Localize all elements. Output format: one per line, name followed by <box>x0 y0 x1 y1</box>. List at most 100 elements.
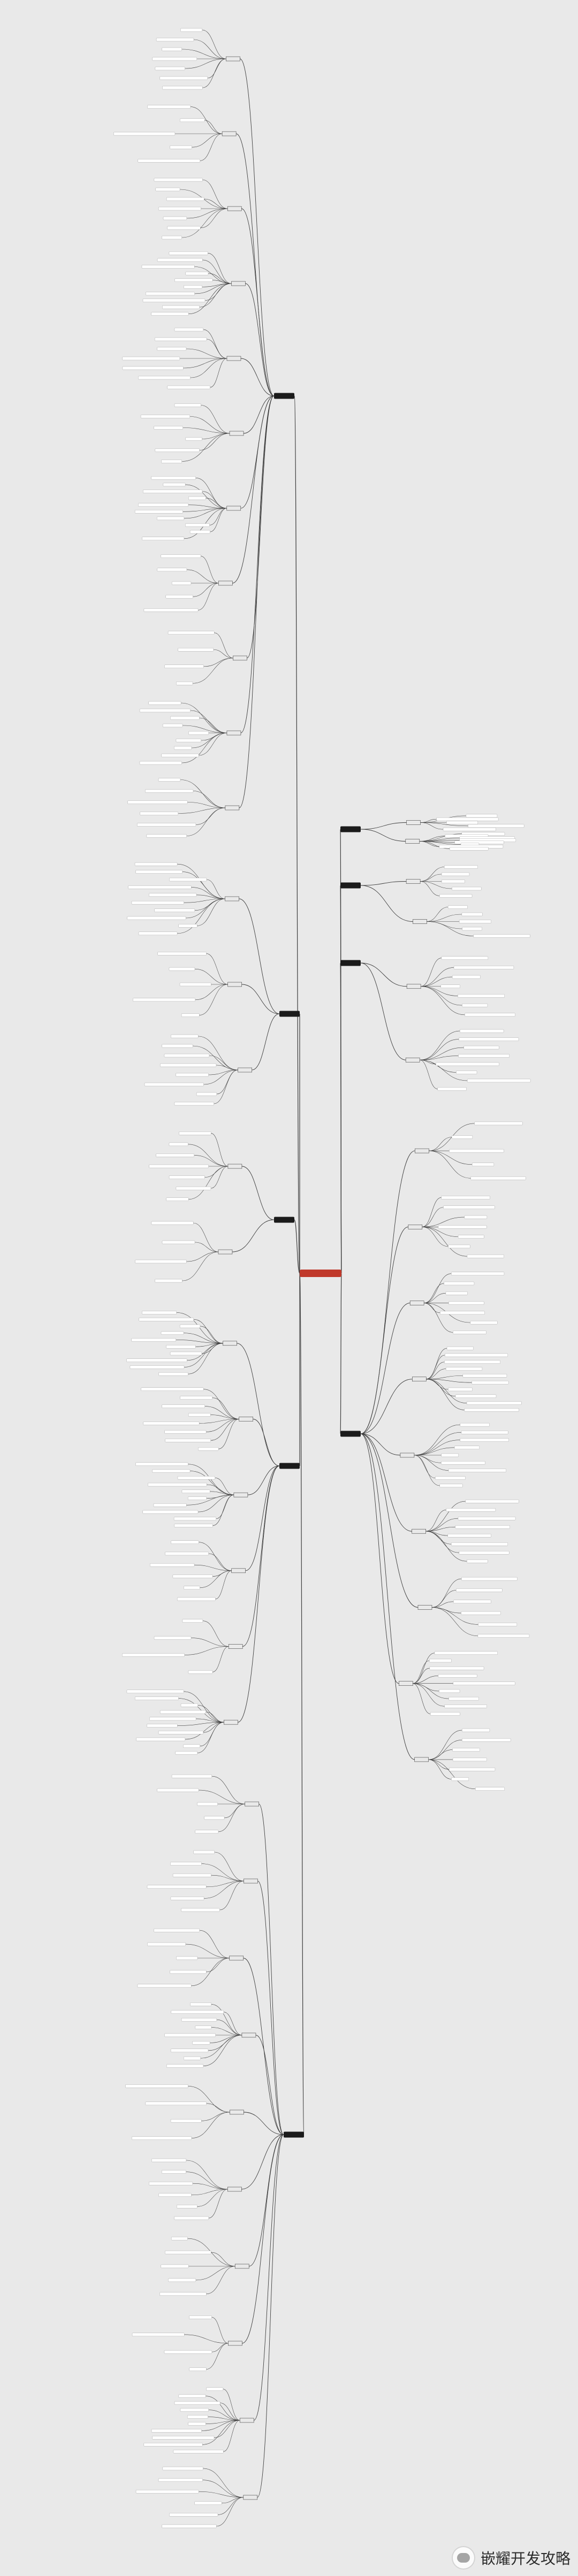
leaf-node <box>155 187 180 192</box>
leaf-node <box>188 731 209 735</box>
connector-line <box>188 283 232 314</box>
connector-line <box>426 1348 447 1380</box>
connector-line <box>420 867 445 882</box>
sub-branch-node <box>225 805 240 811</box>
leaf-node <box>441 956 489 960</box>
connector-line <box>189 416 230 434</box>
connector-line <box>424 1303 440 1313</box>
leaf-node <box>456 1071 477 1074</box>
connector-line <box>426 1379 448 1390</box>
connector-line <box>218 2497 244 2515</box>
connector-line <box>422 1207 444 1227</box>
connector-line <box>199 2491 244 2498</box>
leaf-node <box>174 327 203 332</box>
sub-branch-node <box>405 839 420 844</box>
connector-line <box>244 2112 284 2135</box>
connector-line <box>216 1069 238 1095</box>
leaf-node <box>152 57 197 61</box>
connector-line <box>186 898 225 919</box>
leaf-node <box>151 476 196 480</box>
leaf-node <box>470 1320 498 1325</box>
leaf-node <box>147 1885 207 1889</box>
leaf-node <box>470 1176 526 1180</box>
connector-line <box>360 1379 413 1434</box>
connector-line <box>206 2396 240 2421</box>
branch-node <box>340 960 361 966</box>
leaf-node <box>146 834 187 838</box>
leaf-node <box>179 1324 201 1328</box>
connector-line <box>249 2134 284 2267</box>
leaf-node <box>434 1651 498 1655</box>
connector-line <box>184 508 227 519</box>
leaf-node <box>164 2033 216 2037</box>
leaf-node <box>139 1318 194 1321</box>
connector-line <box>340 1273 342 1434</box>
connector-line <box>186 1251 218 1262</box>
connector-line <box>425 1501 466 1532</box>
leaf-node <box>174 2216 209 2220</box>
leaf-node <box>162 47 182 51</box>
connector-line <box>211 1133 228 1167</box>
connector-line <box>216 1494 234 1519</box>
connector-line <box>199 732 227 756</box>
connector-line <box>184 898 225 903</box>
leaf-node <box>170 716 200 720</box>
watermark-text: 嵌耀开发攻略 <box>480 2550 571 2567</box>
connector-line <box>210 1415 239 1419</box>
connector-line <box>186 1494 234 1505</box>
leaf-node <box>430 1712 460 1716</box>
leaf-node <box>126 1690 184 1693</box>
connector-line <box>209 1055 238 1071</box>
connector-line <box>208 2417 240 2421</box>
connector-line <box>241 2134 284 2190</box>
connector-line <box>185 58 226 69</box>
leaf-node <box>183 1744 200 1748</box>
leaf-node <box>128 885 192 889</box>
sub-branch-node <box>227 982 242 987</box>
leaf-node <box>450 847 489 851</box>
connector-line <box>206 2266 235 2295</box>
leaf-node <box>463 1045 499 1050</box>
leaf-node <box>127 916 186 920</box>
connector-line <box>414 1455 449 1471</box>
connector-line <box>202 29 226 59</box>
leaf-node <box>178 924 197 928</box>
sub-branch-node <box>218 1249 233 1255</box>
leaf-node <box>137 1984 192 1988</box>
leaf-node <box>164 664 204 668</box>
connector-line <box>212 1646 229 1672</box>
leaf-node <box>445 1353 508 1357</box>
sub-branch-node <box>231 281 246 286</box>
connector-line <box>426 1362 445 1380</box>
leaf-node <box>162 1240 195 1244</box>
connector-line <box>206 498 227 509</box>
leaf-node <box>184 2056 201 2060</box>
connector-line <box>206 879 225 899</box>
watermark: 嵌耀开发攻略 <box>451 2545 571 2571</box>
connector-line <box>207 339 227 359</box>
sub-branch-node <box>222 131 237 136</box>
connector-line <box>414 1440 460 1456</box>
leaf-node <box>122 1653 185 1657</box>
leaf-node <box>136 1737 186 1741</box>
connector-line <box>240 395 275 509</box>
leaf-node <box>161 2264 189 2268</box>
connector-line <box>206 2103 230 2113</box>
leaf-node <box>176 738 201 743</box>
leaf-node <box>204 1816 225 1820</box>
leaf-node <box>157 952 207 956</box>
connector-line <box>253 2134 284 2421</box>
leaf-node <box>460 1423 490 1427</box>
connector-line <box>178 807 225 814</box>
leaf-node <box>170 146 192 149</box>
connector-line <box>422 1227 459 1237</box>
leaf-node <box>455 1525 510 1529</box>
leaf-node <box>131 1338 176 1342</box>
connector-line <box>224 1803 245 1818</box>
leaf-node <box>136 823 196 827</box>
connector-line <box>421 986 465 1015</box>
leaf-node <box>166 2064 204 2068</box>
connector-line <box>177 898 225 934</box>
connector-line <box>414 1455 440 1486</box>
connector-line <box>420 822 444 830</box>
